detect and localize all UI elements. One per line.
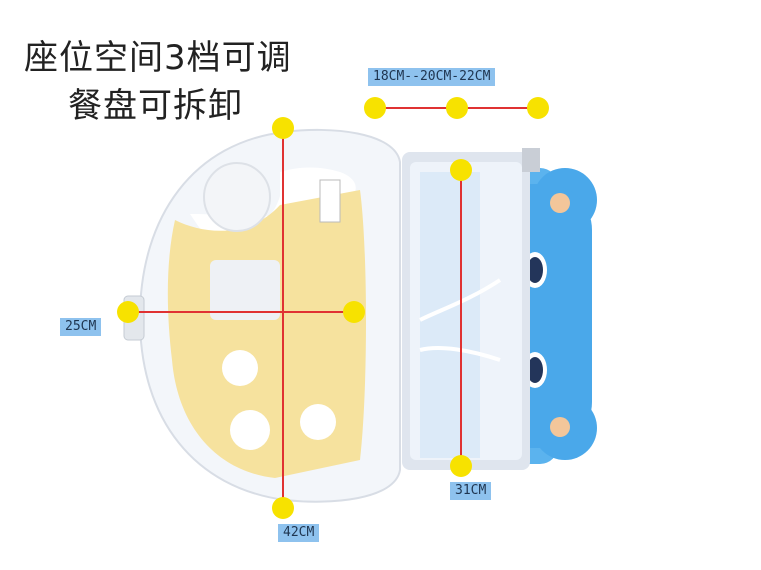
marker-dot <box>450 159 472 181</box>
seat-frame <box>402 148 540 470</box>
headline-line1: 座位空间3档可调 <box>24 38 292 78</box>
tray <box>123 128 401 503</box>
tray-depth-label: 25CM <box>60 318 102 336</box>
dimension-markers <box>117 97 549 519</box>
marker-dot <box>272 497 294 519</box>
marker-dot <box>343 301 365 323</box>
seat-width-options-label: 18CM--20CM-22CM <box>368 68 496 86</box>
marker-dot <box>364 97 386 119</box>
tray-width-label: 42CM <box>278 524 320 542</box>
marker-dot <box>272 117 294 139</box>
headline-line2: 餐盘可拆卸 <box>68 86 243 126</box>
cup-holder <box>203 162 271 232</box>
marker-dot <box>117 301 139 323</box>
seat-depth-label: 31CM <box>450 482 492 500</box>
marker-dot <box>527 97 549 119</box>
marker-dot <box>450 455 472 477</box>
marker-dot <box>446 97 468 119</box>
